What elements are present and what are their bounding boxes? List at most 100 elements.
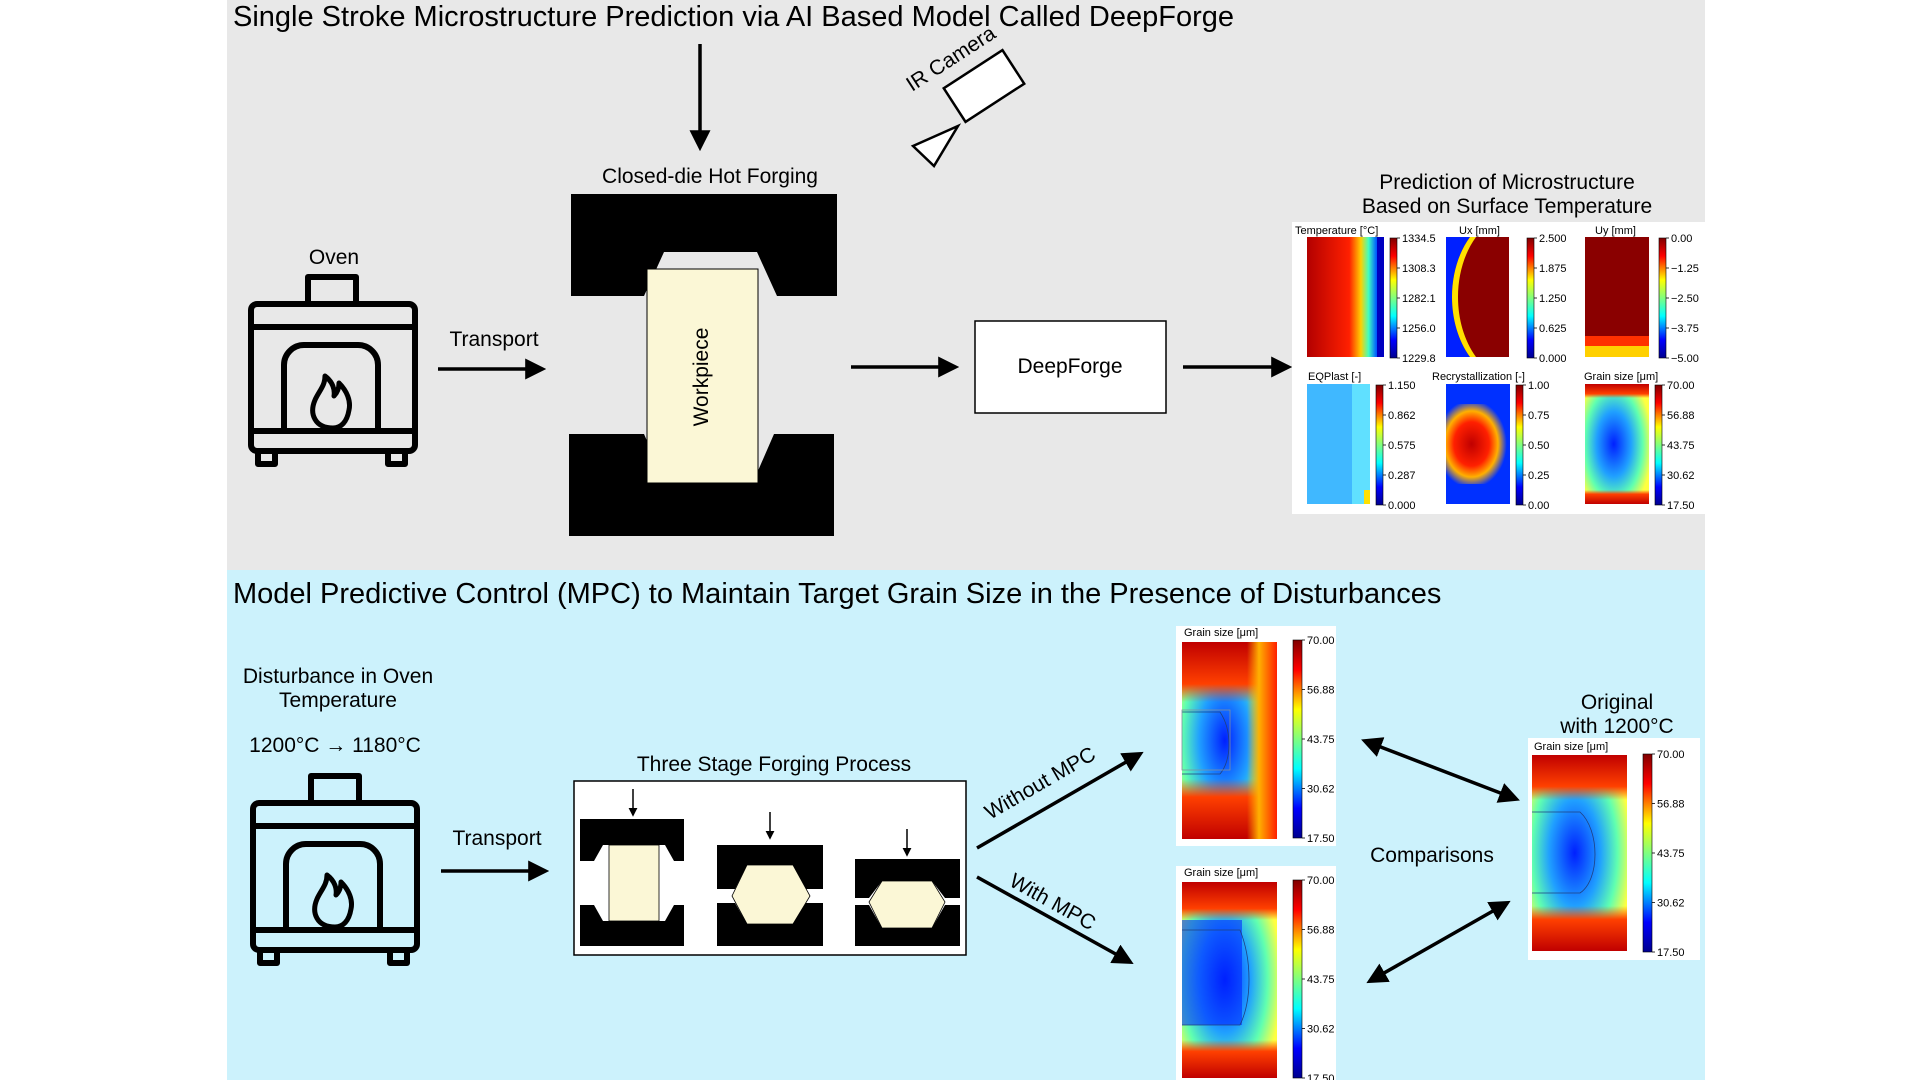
colorbar-tick-label: 43.75 bbox=[1657, 848, 1685, 860]
grain-map-without-mpc: Grain size [μm] bbox=[1176, 626, 1336, 846]
oven-label: Oven bbox=[309, 246, 359, 269]
colorbar-tick-label: 0.625 bbox=[1539, 323, 1567, 335]
colorbar-tick-label: −2.50 bbox=[1671, 293, 1699, 305]
bottom-colorbars: 70.00 56.88 43.75 30.62 17.50 70.00 56.88 43.75… bbox=[1292, 635, 1685, 1080]
grain-map-title: Grain size [μm] bbox=[1184, 627, 1258, 639]
comparison-arrow-upper bbox=[1361, 737, 1520, 803]
colorbar-tick-label: 0.25 bbox=[1528, 470, 1549, 482]
colorbar-tick-label: 0.575 bbox=[1388, 440, 1416, 452]
with-mpc-arrow bbox=[976, 875, 1134, 965]
oven-icon bbox=[248, 274, 418, 467]
panel-uy: Uy [mm] bbox=[1585, 225, 1649, 357]
colorbar-tick-label: 1.250 bbox=[1539, 293, 1567, 305]
disturbance-label-line1: Disturbance in Oven bbox=[243, 665, 433, 688]
panel-title: Grain size [μm] bbox=[1584, 371, 1658, 383]
grain-map-title: Grain size [μm] bbox=[1534, 741, 1608, 753]
grain-map-title: Grain size [μm] bbox=[1184, 867, 1258, 879]
colorbar-tick-label: 56.88 bbox=[1667, 410, 1695, 422]
colorbar-tick-label: 17.50 bbox=[1307, 1073, 1335, 1080]
colorbar bbox=[1375, 384, 1384, 506]
colorbar bbox=[1292, 639, 1303, 839]
without-mpc-arrow bbox=[976, 751, 1144, 850]
panel-title: Ux [mm] bbox=[1459, 225, 1500, 237]
colorbar-tick-label: 1229.8 bbox=[1402, 353, 1436, 365]
colorbar-tick-label: 0.50 bbox=[1528, 440, 1549, 452]
colorbar-tick-label: 30.62 bbox=[1667, 470, 1695, 482]
colorbar-tick-label: 56.88 bbox=[1307, 925, 1335, 937]
panel-title: Recrystallization [-] bbox=[1432, 371, 1525, 383]
panel-grain-size: Grain size [μm] bbox=[1584, 371, 1658, 504]
three-stage-label: Three Stage Forging Process bbox=[637, 753, 911, 776]
colorbar-tick-label: 1.875 bbox=[1539, 263, 1567, 275]
workpiece bbox=[646, 268, 759, 484]
colorbar-tick-label: 2.500 bbox=[1539, 233, 1567, 245]
colorbar-tick-label: 0.75 bbox=[1528, 410, 1549, 422]
grain-map-original: Grain size [μm] bbox=[1528, 738, 1700, 960]
colorbar-tick-label: 70.00 bbox=[1657, 749, 1685, 761]
workpiece-label: Workpiece bbox=[690, 328, 713, 427]
upper-die bbox=[571, 194, 837, 296]
deepforge-box bbox=[974, 320, 1167, 414]
grain-map-with-mpc: Grain size [μm] bbox=[1176, 866, 1336, 1080]
colorbar bbox=[1654, 384, 1663, 506]
forging-stage-3 bbox=[855, 829, 960, 946]
colorbar-tick-label: 30.62 bbox=[1307, 1024, 1335, 1036]
transport-label-top: Transport bbox=[449, 328, 538, 351]
prediction-title-line2: Based on Surface Temperature bbox=[1362, 195, 1652, 218]
panel-recrystallization: Recrystallization [-] bbox=[1432, 371, 1525, 504]
colorbar bbox=[1389, 237, 1398, 359]
original-label-line2: with 1200°C bbox=[1559, 715, 1673, 738]
temperature-change-label: 1200°C → 1180°C bbox=[249, 734, 421, 757]
colorbar-tick-label: 0.00 bbox=[1528, 500, 1549, 512]
colorbar bbox=[1526, 237, 1535, 359]
colorbar-tick-label: 17.50 bbox=[1657, 947, 1685, 959]
colorbar-tick-label: −5.00 bbox=[1671, 353, 1699, 365]
panel-eqplast: EQPlast [-] bbox=[1307, 371, 1370, 504]
colorbar-tick-label: 0.000 bbox=[1388, 500, 1416, 512]
colorbar-tick-label: 0.000 bbox=[1539, 353, 1567, 365]
bottom-section-title: Model Predictive Control (MPC) to Mainta… bbox=[233, 578, 1441, 610]
colorbar-tick-label: 70.00 bbox=[1307, 875, 1335, 887]
colorbar-tick-label: 56.88 bbox=[1307, 685, 1335, 697]
colorbar-tick-label: 43.75 bbox=[1667, 440, 1695, 452]
top-section-title: Single Stroke Microstructure Prediction … bbox=[233, 1, 1234, 33]
colorbar-tick-label: 0.287 bbox=[1388, 470, 1416, 482]
transport-label-bottom: Transport bbox=[452, 827, 541, 850]
comparison-arrow-lower bbox=[1366, 900, 1511, 984]
colorbar-tick-label: −3.75 bbox=[1671, 323, 1699, 335]
colorbar-tick-label: 70.00 bbox=[1667, 380, 1695, 392]
panel-temperature: Temperature [°C] bbox=[1295, 225, 1384, 357]
colorbar-tick-label: −1.25 bbox=[1671, 263, 1699, 275]
colorbar bbox=[1658, 237, 1667, 359]
colorbar-tick-label: 17.50 bbox=[1667, 500, 1695, 512]
colorbar-tick-label: 0.862 bbox=[1388, 410, 1416, 422]
colorbar-tick-label: 43.75 bbox=[1307, 974, 1335, 986]
colorbar-tick-label: 56.88 bbox=[1657, 799, 1685, 811]
forging-label: Closed-die Hot Forging bbox=[602, 165, 818, 188]
colorbar bbox=[1515, 384, 1524, 506]
colorbar-tick-label: 1282.1 bbox=[1402, 293, 1436, 305]
colorbar-tick-label: 17.50 bbox=[1307, 833, 1335, 845]
colorbar bbox=[1292, 879, 1303, 1079]
colorbar-tick-label: 1.150 bbox=[1388, 380, 1416, 392]
oven-icon-bottom bbox=[250, 773, 420, 966]
ir-camera-icon bbox=[910, 48, 1026, 168]
original-label-line1: Original bbox=[1581, 691, 1653, 714]
top-colorbars: 1334.51308.31282.11256.01229.82.5001.875… bbox=[1375, 233, 1699, 512]
colorbar-tick-label: 1.00 bbox=[1528, 380, 1549, 392]
deepforge-label: DeepForge bbox=[1017, 355, 1122, 378]
colorbar-tick-label: 30.62 bbox=[1307, 784, 1335, 796]
lower-die bbox=[569, 434, 834, 536]
colorbar-tick-label: 1334.5 bbox=[1402, 233, 1436, 245]
panel-title: Temperature [°C] bbox=[1295, 225, 1378, 237]
panel-title: EQPlast [-] bbox=[1308, 371, 1361, 383]
colorbar-tick-label: 1256.0 bbox=[1402, 323, 1436, 335]
comparisons-label: Comparisons bbox=[1370, 844, 1494, 867]
disturbance-label-line2: Temperature bbox=[279, 689, 397, 712]
colorbar-tick-label: 43.75 bbox=[1307, 734, 1335, 746]
panel-ux: Ux [mm] bbox=[1446, 225, 1509, 357]
colorbar-tick-label: 70.00 bbox=[1307, 635, 1335, 647]
prediction-title-line1: Prediction of Microstructure bbox=[1379, 171, 1635, 194]
colorbar-tick-label: 30.62 bbox=[1657, 898, 1685, 910]
